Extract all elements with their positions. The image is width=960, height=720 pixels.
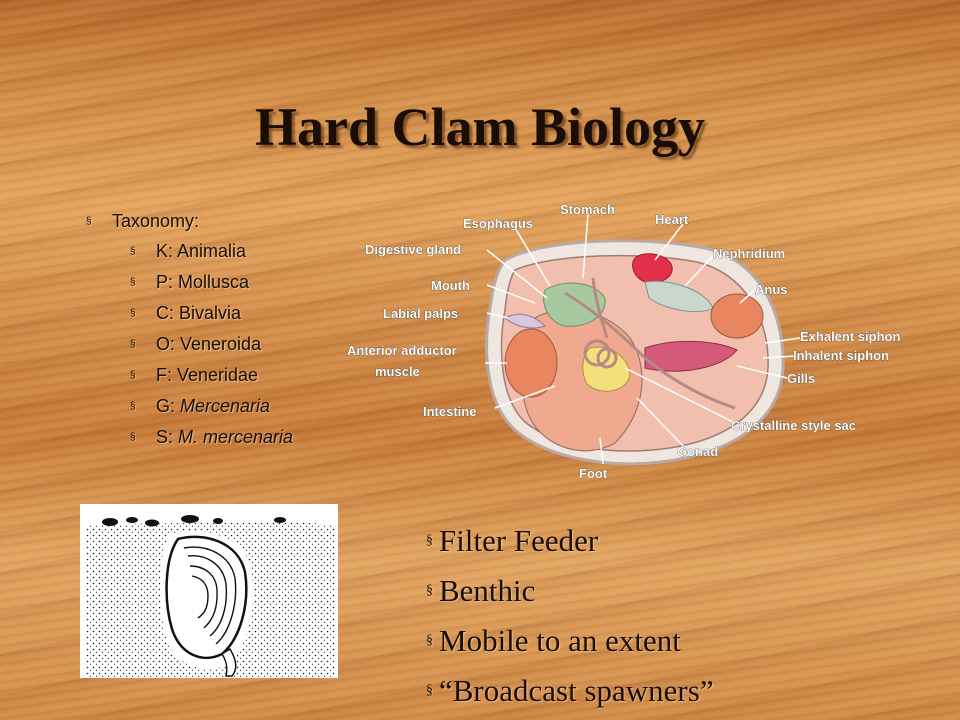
features-list: § Filter Feeder § Benthic § Mobile to an…	[426, 516, 946, 716]
taxonomy-item-class: § C: Bivalvia	[86, 298, 376, 329]
taxonomy-item-label: C: Bivalvia	[156, 303, 242, 323]
label-crystalline-style-sac: Crystalline style sac	[731, 418, 856, 433]
bullet-icon: §	[426, 583, 433, 598]
bullet-icon: §	[130, 370, 136, 381]
label-intestine: Intestine	[423, 404, 476, 419]
taxonomy-item-kingdom: § K: Animalia	[86, 236, 376, 267]
taxonomy-item-label: O: Veneroida	[156, 334, 262, 354]
taxonomy-item-family: § F: Veneridae	[86, 360, 376, 391]
label-heart: Heart	[655, 212, 689, 227]
label-exhalent-siphon: Exhalent siphon	[800, 329, 900, 344]
taxonomy-heading-label: Taxonomy:	[112, 210, 200, 231]
taxonomy-item-label: G: Mercenaria	[156, 396, 271, 416]
feature-item-label: Mobile to an extent	[439, 623, 681, 658]
clam-burrow-sketch	[80, 504, 338, 678]
taxonomy-item-label: K: Animalia	[156, 241, 247, 261]
taxonomy-item-label: F: Veneridae	[156, 365, 259, 385]
label-nephridium: Nephridium	[713, 246, 785, 261]
feature-item-label: “Broadcast spawners”	[439, 673, 714, 708]
bullet-icon: §	[426, 533, 433, 548]
label-digestive-gland: Digestive gland	[365, 242, 461, 257]
label-gills: Gills	[787, 371, 815, 386]
taxonomy-item-label: P: Mollusca	[156, 272, 250, 292]
bullet-icon: §	[130, 432, 136, 443]
label-anus: Anus	[755, 282, 788, 297]
bullet-icon: §	[426, 683, 433, 698]
feature-item-broadcast-spawners: § “Broadcast spawners”	[426, 666, 946, 716]
feature-item-benthic: § Benthic	[426, 566, 946, 616]
bullet-icon: §	[426, 633, 433, 648]
taxonomy-heading: § Taxonomy:	[86, 206, 376, 236]
clam-anatomy-diagram: Stomach Esophagus Heart Digestive gland …	[345, 198, 945, 483]
label-anterior-adductor-muscle: muscle	[375, 364, 420, 379]
taxonomy-item-species: § S: M. mercenaria	[86, 422, 376, 453]
taxonomy-item-order: § O: Veneroida	[86, 329, 376, 360]
clam-burrow-svg	[80, 504, 338, 678]
bullet-icon: §	[130, 277, 136, 288]
label-stomach: Stomach	[560, 202, 615, 217]
feature-item-mobile: § Mobile to an extent	[426, 616, 946, 666]
bullet-icon: §	[130, 339, 136, 350]
bullet-icon: §	[130, 246, 136, 257]
taxonomy-item-label: S: M. mercenaria	[156, 427, 294, 447]
taxonomy-list: § Taxonomy: § K: Animalia § P: Mollusca …	[86, 206, 376, 453]
label-esophagus: Esophagus	[463, 216, 533, 231]
feature-item-filter-feeder: § Filter Feeder	[426, 516, 946, 566]
label-labial-palps: Labial palps	[383, 306, 458, 321]
bullet-icon: §	[130, 308, 136, 319]
label-mouth: Mouth	[431, 278, 470, 293]
label-inhalent-siphon: Inhalent siphon	[793, 348, 889, 363]
bullet-icon: §	[86, 215, 92, 227]
feature-item-label: Filter Feeder	[439, 523, 599, 558]
taxonomy-item-genus: § G: Mercenaria	[86, 391, 376, 422]
bullet-icon: §	[130, 401, 136, 412]
clam-anatomy-svg: Stomach Esophagus Heart Digestive gland …	[347, 202, 901, 482]
taxonomy-item-phylum: § P: Mollusca	[86, 267, 376, 298]
label-gonad: Gonad	[677, 444, 718, 459]
feature-item-label: Benthic	[439, 573, 536, 608]
label-foot: Foot	[579, 466, 608, 481]
label-anterior-adductor: Anterior adductor	[347, 343, 457, 358]
slide-title: Hard Clam Biology	[254, 97, 705, 157]
